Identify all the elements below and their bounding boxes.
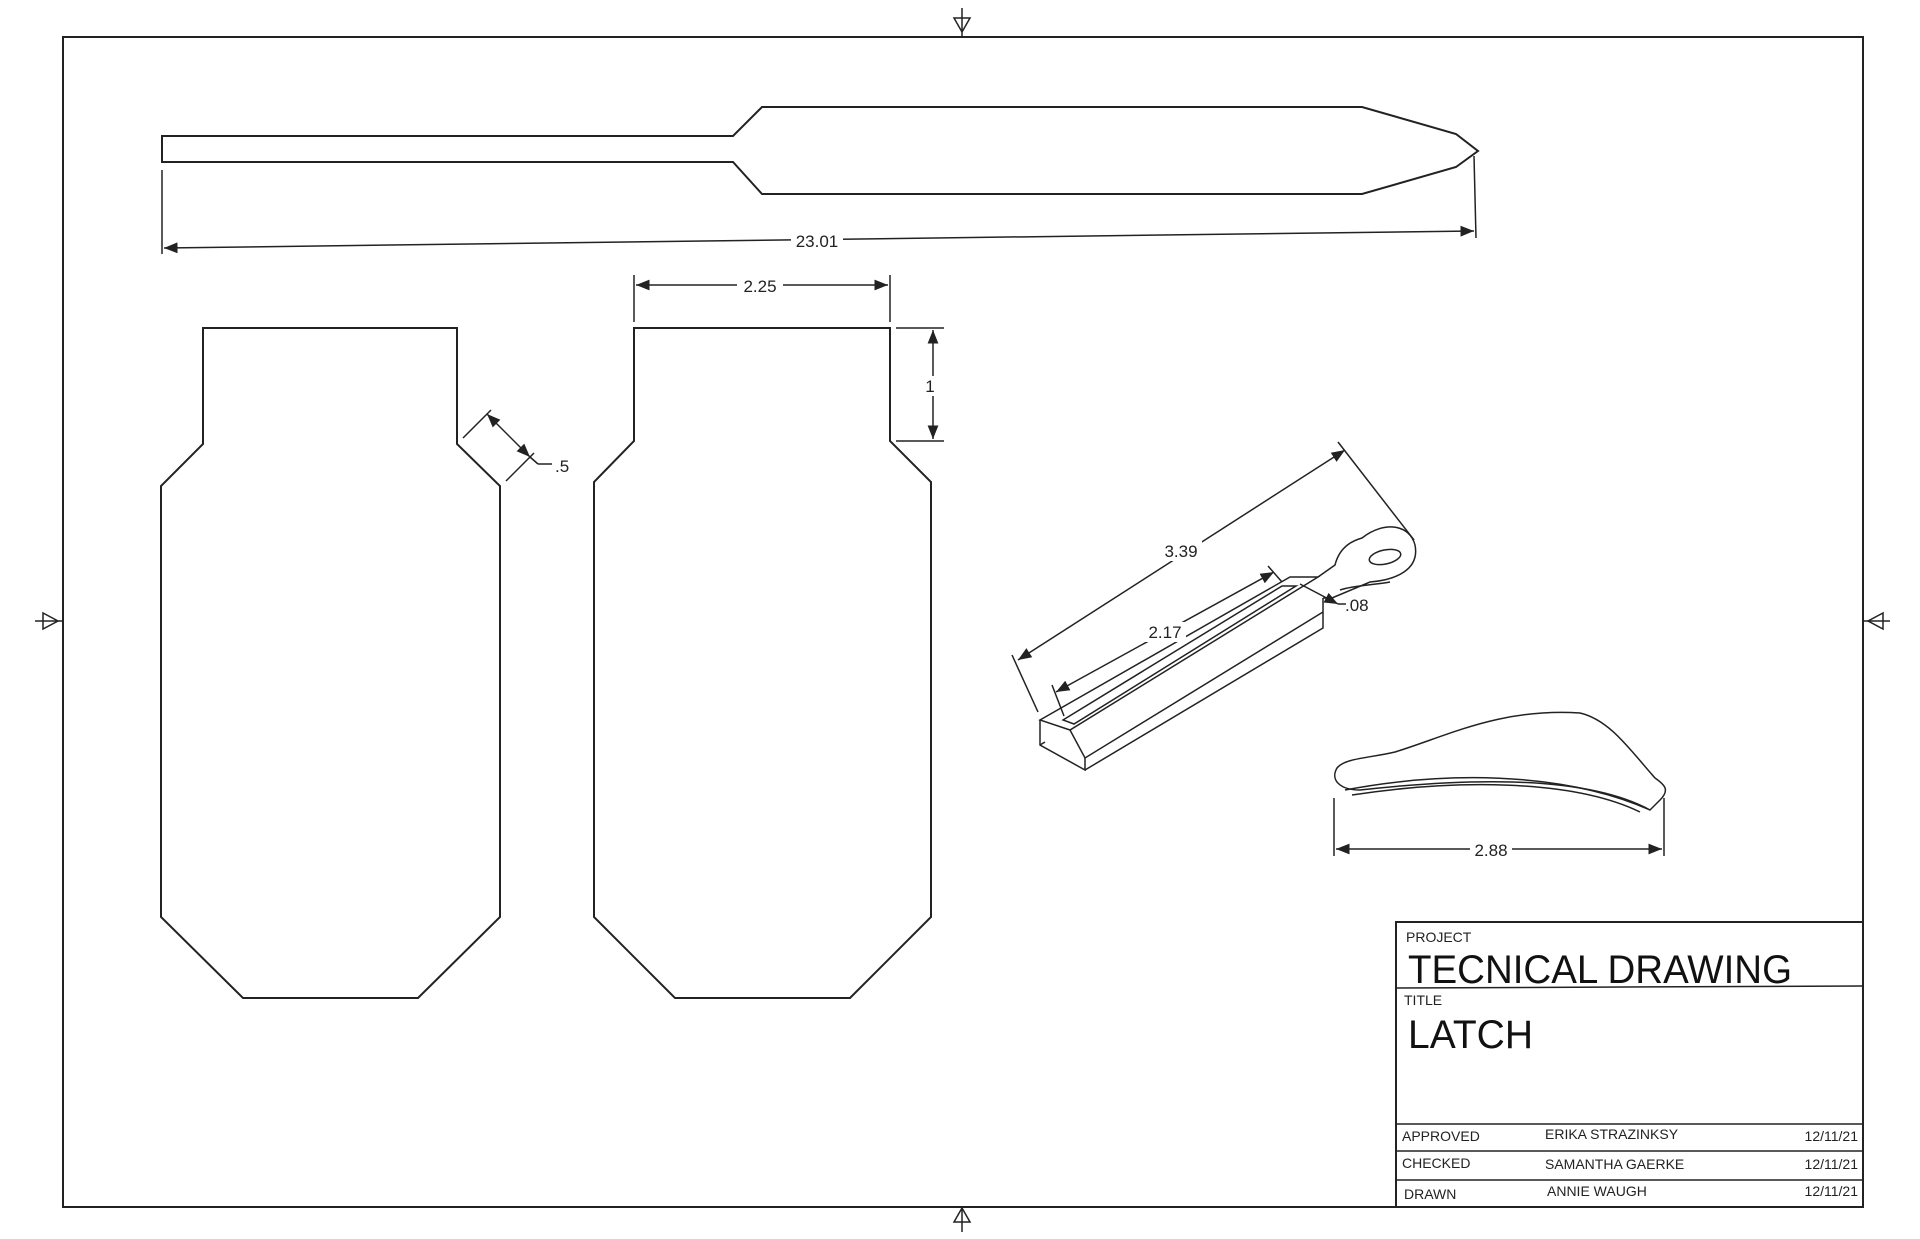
drawn-label: DRAWN	[1404, 1186, 1456, 1202]
extension-line	[1051, 684, 1065, 717]
curved-part-view	[1334, 711, 1667, 813]
project-label: PROJECT	[1406, 929, 1472, 945]
approved-name: ERIKA STRAZINKSY	[1545, 1126, 1679, 1142]
checked-name: SAMANTHA GAERKE	[1545, 1156, 1684, 1172]
checked-label: CHECKED	[1402, 1155, 1470, 1171]
centering-mark-top	[952, 8, 972, 37]
approved-label: APPROVED	[1402, 1128, 1480, 1144]
drawn-date: 12/11/21	[1805, 1183, 1859, 1199]
dimension-tab-height: 1	[925, 377, 934, 396]
dimension-width: 2.25	[743, 277, 776, 296]
dimension-iso-inner: 2.17	[1148, 623, 1181, 642]
long-strap-view	[161, 106, 1480, 195]
title-label: TITLE	[1404, 992, 1442, 1008]
dimension-overall-length: 23.01	[796, 232, 839, 251]
extension-line	[1473, 155, 1477, 239]
extension-line	[505, 452, 535, 482]
project-name: TECNICAL DRAWING	[1408, 948, 1792, 992]
sheet-border	[62, 36, 1864, 1208]
dimension-iso-outer: 3.39	[1164, 542, 1197, 561]
dimension-line-chamfer	[486, 413, 531, 458]
centering-mark-right	[1863, 611, 1890, 631]
centering-mark-bottom	[952, 1206, 972, 1232]
extension-line	[1267, 565, 1283, 583]
dimension-chamfer: .5	[555, 457, 569, 476]
checked-date: 12/11/21	[1805, 1156, 1859, 1172]
approved-date: 12/11/21	[1805, 1128, 1859, 1144]
isometric-latch-view	[1038, 526, 1417, 772]
plate-view-right	[593, 327, 932, 999]
extension-line	[1011, 654, 1039, 713]
leader-line	[529, 456, 539, 465]
title-block: PROJECT TECNICAL DRAWING TITLE LATCH APP…	[1395, 921, 1864, 1208]
dimension-line-iso-thickness	[1299, 583, 1339, 605]
extension-line	[1337, 441, 1415, 541]
drawn-name: ANNIE WAUGH	[1547, 1183, 1647, 1199]
dimension-iso-thickness: .08	[1345, 596, 1369, 615]
centering-mark-left	[35, 611, 63, 631]
extension-line	[462, 409, 492, 439]
drawing-title: LATCH	[1408, 1013, 1533, 1057]
dimension-curved-length: 2.88	[1474, 841, 1507, 860]
plate-view-left	[160, 327, 501, 999]
